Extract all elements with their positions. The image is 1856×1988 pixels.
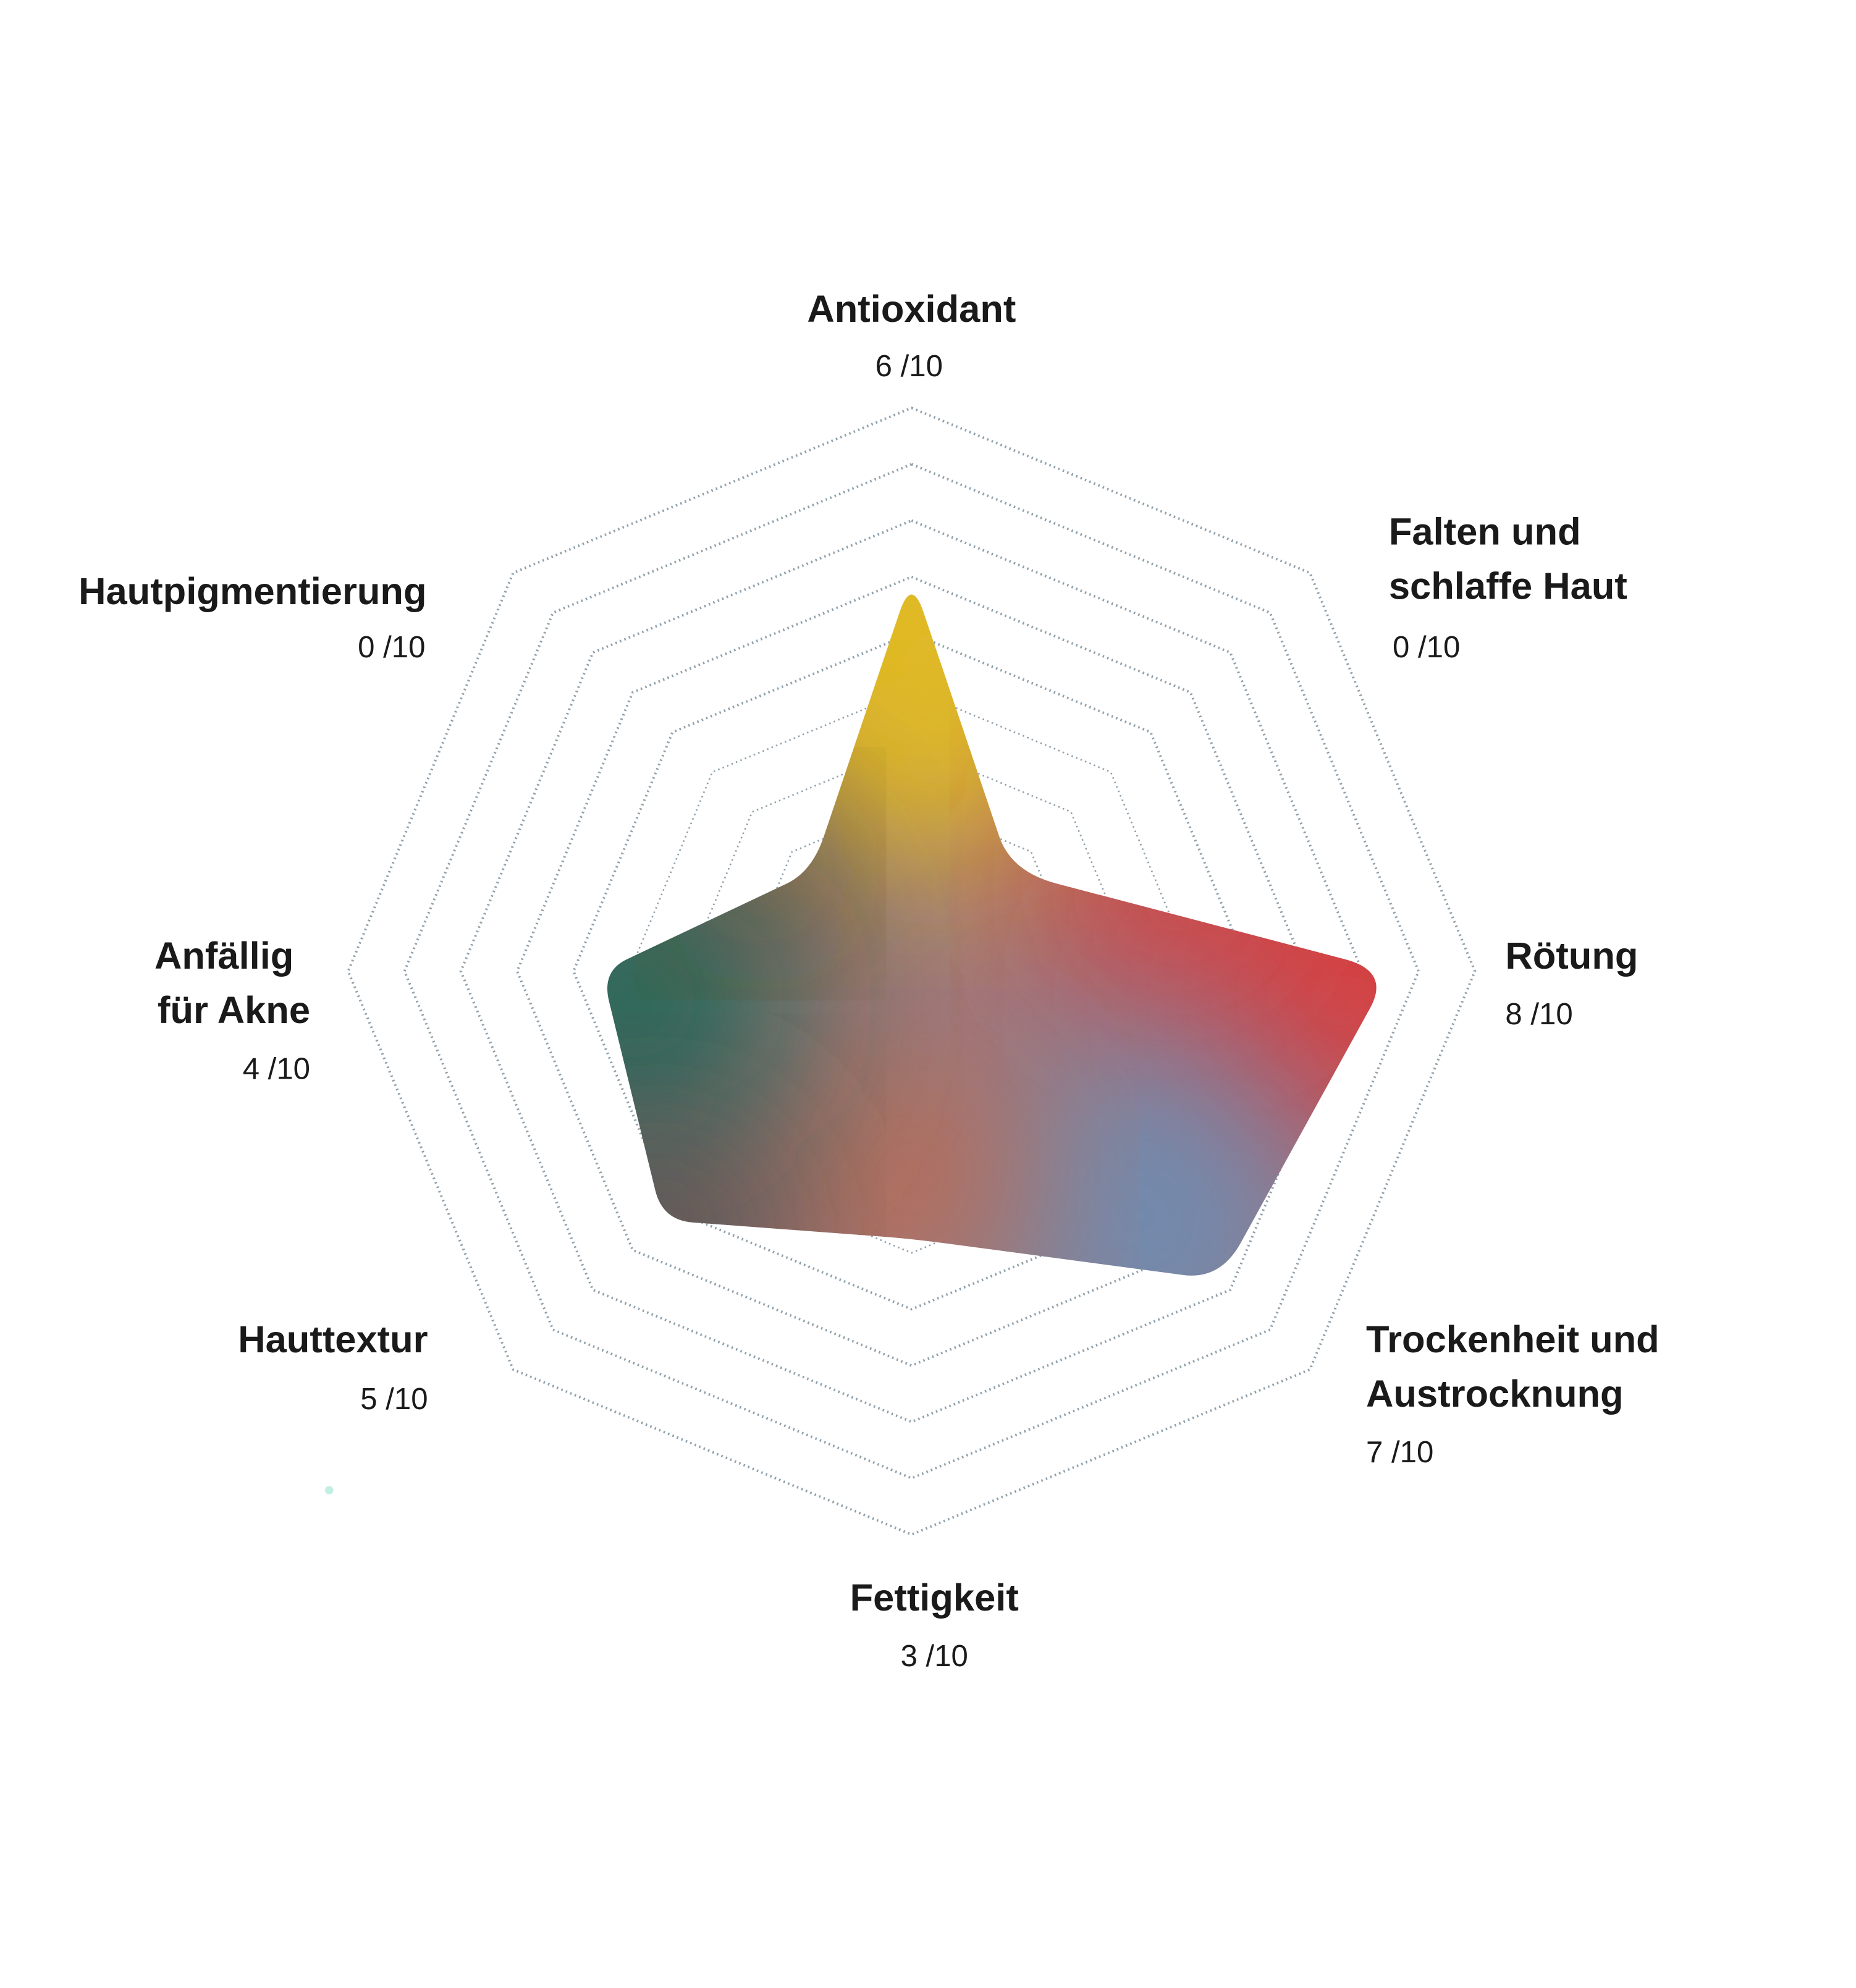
axis-label: Trockenheit und xyxy=(1366,1318,1660,1361)
axis-label: Falten und xyxy=(1389,511,1581,554)
gradient-blob xyxy=(696,810,823,937)
gradient-blob xyxy=(607,1127,772,1276)
axis-value: 6 /10 xyxy=(875,349,943,383)
axis-value: 4 /10 xyxy=(243,1051,310,1085)
axis-label: schlaffe Haut xyxy=(1389,565,1627,608)
axis-label-group: Anfällig für Akne 4 /10 xyxy=(154,935,310,1085)
axis-label: Austrocknung xyxy=(1366,1373,1624,1415)
grid-ring xyxy=(572,631,1251,1311)
axis-label-group: Hautpigmentierung 0 /10 xyxy=(78,570,426,664)
grid-ring xyxy=(459,519,1364,1423)
axis-label: Antioxidant xyxy=(807,288,1016,331)
axis-label: Fettigkeit xyxy=(850,1577,1019,1619)
grid-ring xyxy=(516,575,1307,1367)
gradient-blob xyxy=(797,1063,1026,1276)
axis-value: 0 /10 xyxy=(358,630,425,664)
axis-value: 7 /10 xyxy=(1366,1435,1433,1469)
axis-label-group: Hauttextur 5 /10 xyxy=(238,1318,428,1416)
axis-label-group: Fettigkeit 3 /10 xyxy=(850,1577,1019,1673)
axis-label-group: Falten und schlaffe Haut 0 /10 xyxy=(1389,511,1627,664)
grid-ring xyxy=(629,688,1194,1254)
axis-value: 3 /10 xyxy=(901,1639,968,1673)
grid-ring xyxy=(685,745,1138,1198)
axis-label: Hauttextur xyxy=(238,1318,428,1361)
decorative-dot xyxy=(325,1486,334,1495)
axis-label-group: Antioxidant 6 /10 xyxy=(807,288,1016,383)
gradient-blob xyxy=(949,1026,1330,1276)
axis-label-group: Rötung 8 /10 xyxy=(1505,935,1638,1031)
axis-label: Anfällig xyxy=(154,935,293,977)
axis-value: 8 /10 xyxy=(1505,997,1572,1031)
axis-label: Rötung xyxy=(1505,935,1638,977)
gradient-blob xyxy=(1063,772,1292,1001)
axis-value: 5 /10 xyxy=(360,1382,428,1416)
axis-label: Hautpigmentierung xyxy=(78,570,426,613)
gradient-blob xyxy=(797,594,1076,849)
radar-data-shape xyxy=(607,594,1377,1276)
axis-label: für Akne xyxy=(158,989,310,1032)
axis-value: 0 /10 xyxy=(1393,630,1460,664)
